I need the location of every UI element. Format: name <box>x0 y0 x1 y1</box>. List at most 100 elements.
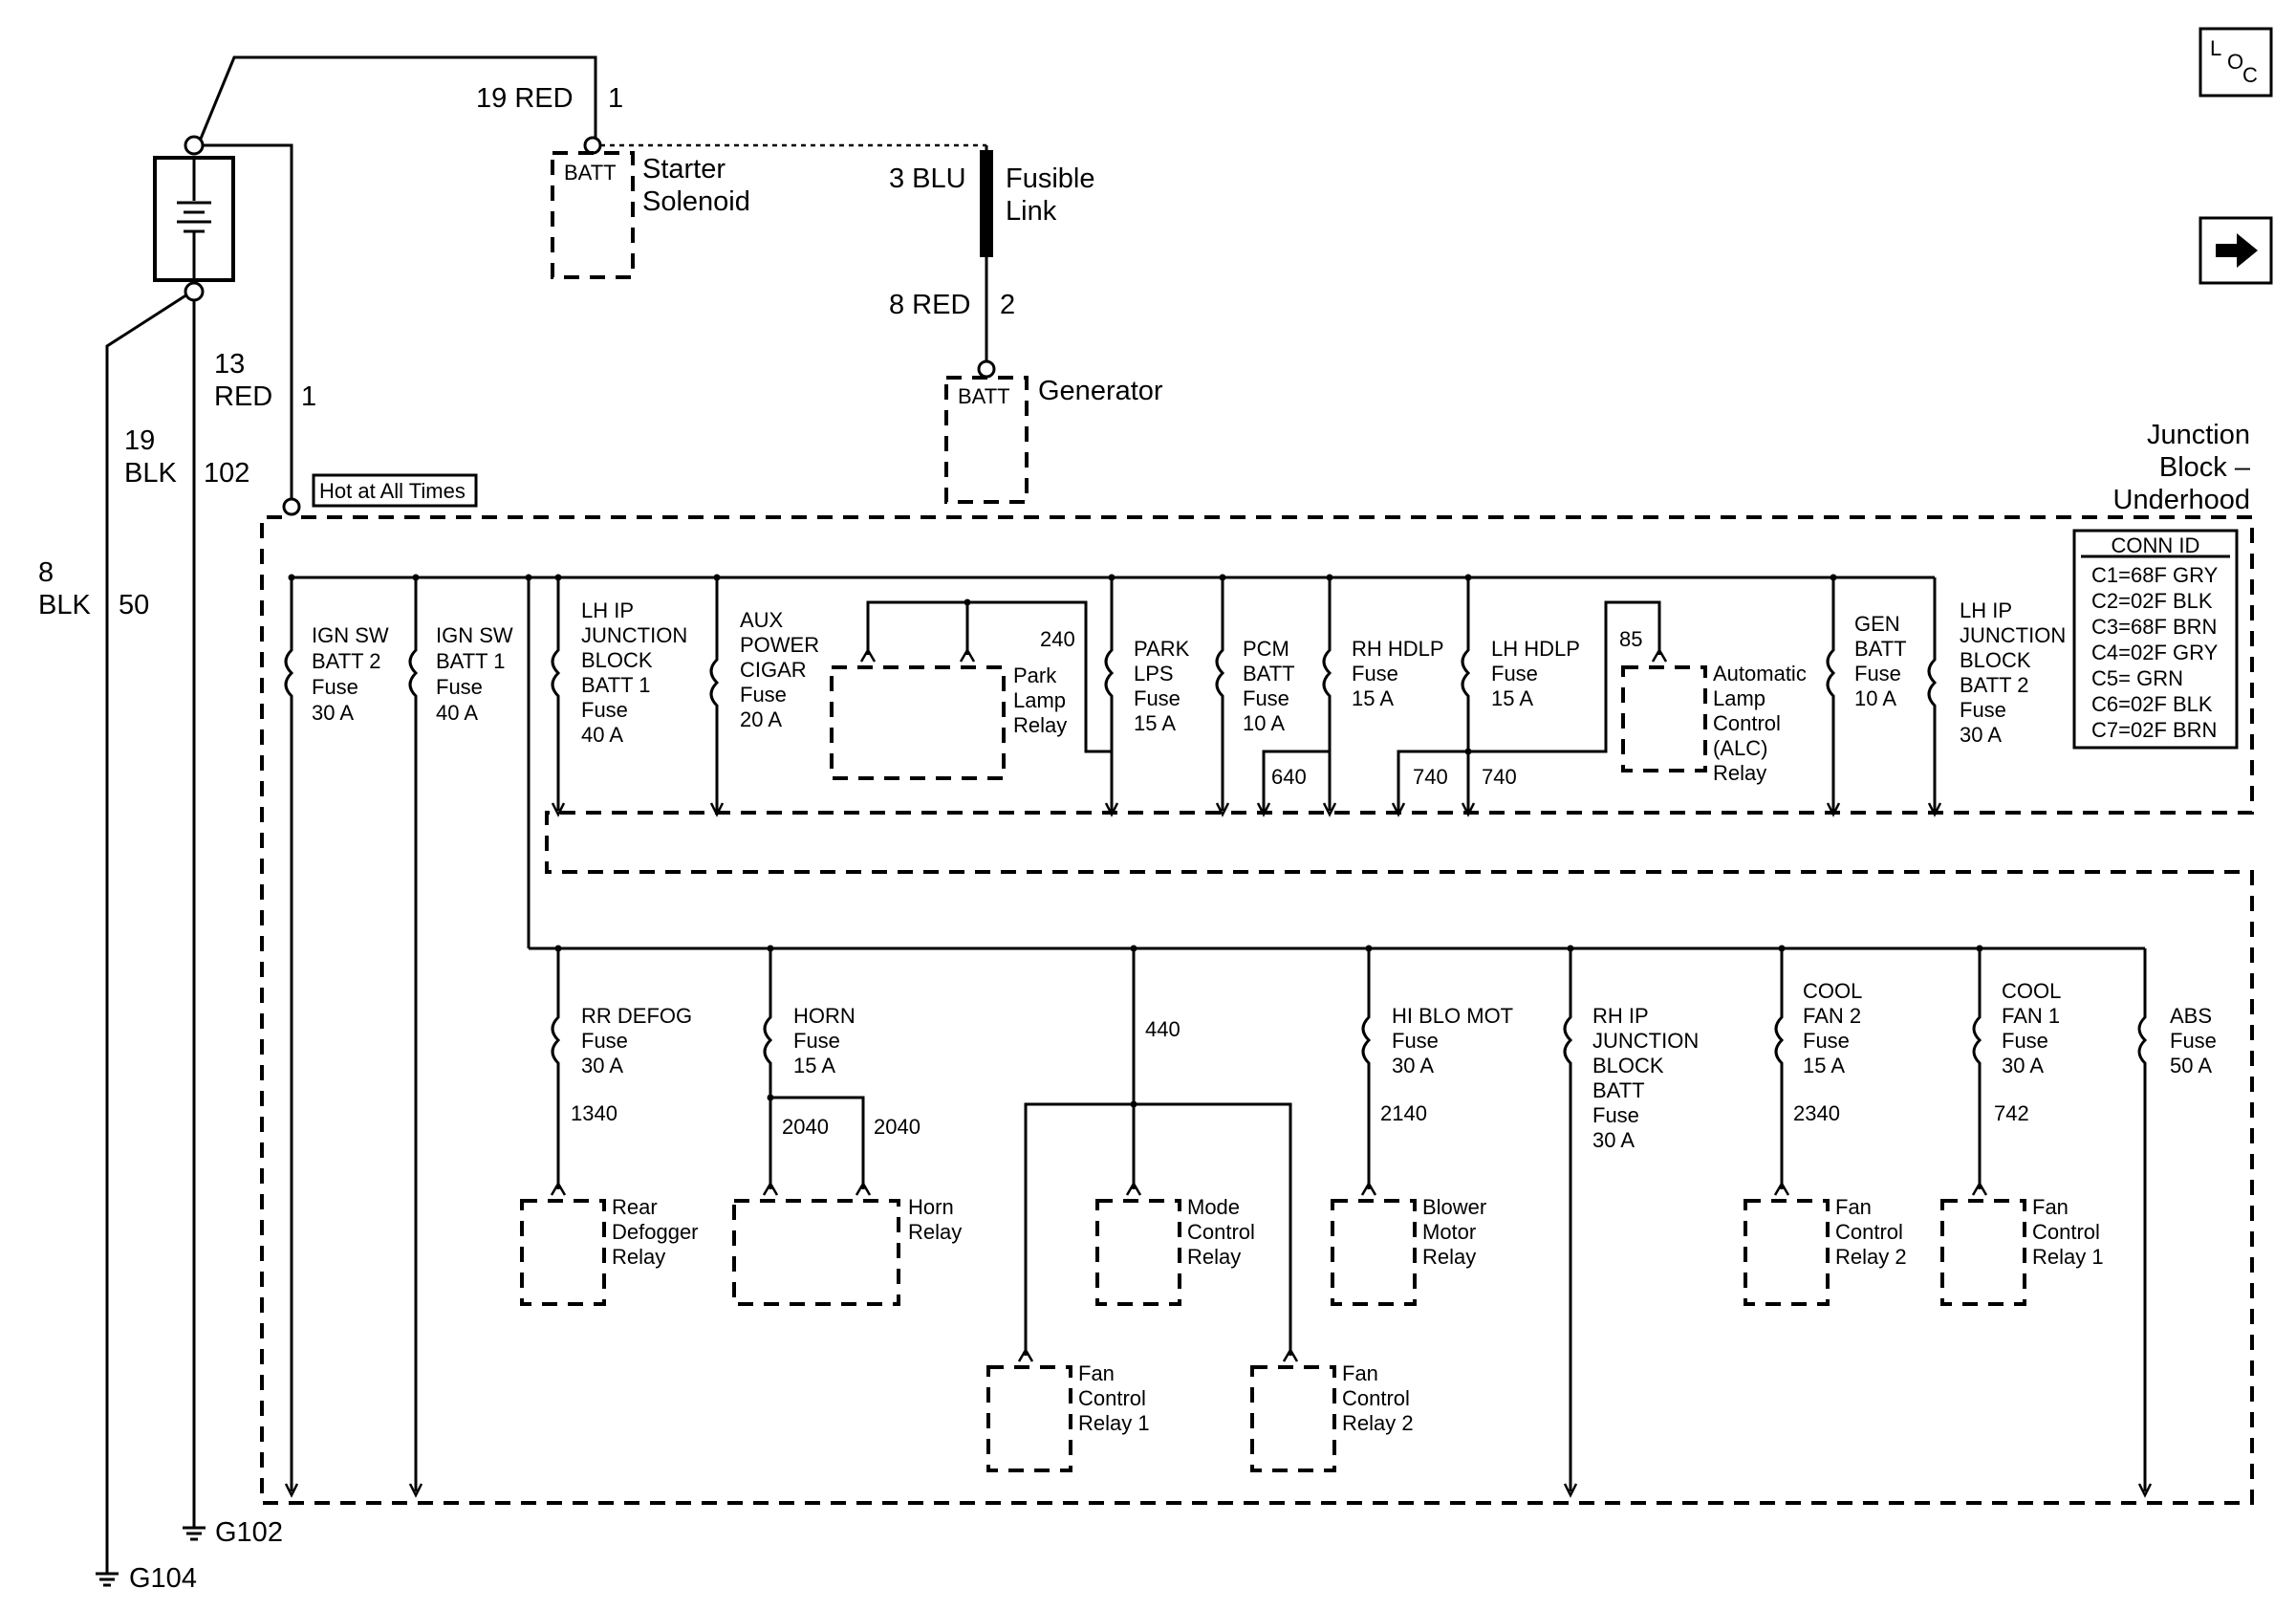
fusible-name-a: Fusible <box>1006 163 1095 194</box>
fuse-label-line: IGN SW <box>436 623 513 647</box>
relay-label-line: Relay 1 <box>1078 1411 1150 1435</box>
fuse-label-line: COOL <box>2002 979 2061 1003</box>
fuse-label-line: BLOCK <box>1960 648 2031 672</box>
fuse-rh-ip-junction-batt <box>1563 945 1578 1498</box>
relay-label-line: Mode <box>1187 1195 1240 1219</box>
loc-button[interactable]: L O C <box>2199 27 2273 98</box>
fuse-label-line: PCM <box>1243 637 1289 661</box>
conn-id-row: C2=02F BLK <box>2091 589 2213 613</box>
relay-label-line: Horn <box>908 1195 954 1219</box>
relay-label-line: Relay <box>1187 1245 1241 1269</box>
arrow-right-icon <box>2216 233 2258 268</box>
fuse-label-line: BATT 1 <box>436 649 506 673</box>
relay-label-line: Control <box>1078 1386 1146 1410</box>
fuse-label-line: Fuse <box>740 683 787 707</box>
hot-label: Hot at All Times <box>319 479 466 503</box>
conn-id-header: CONN ID <box>2112 533 2200 557</box>
lower-fuse-branches <box>550 945 2153 1498</box>
fuse-label-line: BATT 2 <box>1960 673 2029 697</box>
fuse-label-line: Fuse <box>1854 662 1901 685</box>
circuit-640: 640 <box>1271 765 1307 789</box>
circuit-label: 2340 <box>1793 1101 1840 1125</box>
fuse-label-line: BATT 1 <box>581 673 651 697</box>
relay-label-line: Relay <box>1713 761 1766 785</box>
fuse-label-line: Fuse <box>1134 686 1180 710</box>
fuse-label-line: Fuse <box>1592 1103 1639 1127</box>
fuse-label-line: GEN <box>1854 612 1900 636</box>
fusible-wire-b-pin: 2 <box>1000 290 1015 320</box>
fuse-label-line: LPS <box>1134 662 1174 685</box>
fuse-label-line: JUNCTION <box>1960 623 2066 647</box>
fuse-label-line: BLOCK <box>1592 1054 1664 1077</box>
relay-label-line: (ALC) <box>1713 736 1767 760</box>
generator-batt-label: BATT <box>958 384 1010 408</box>
wire-19-red-pin: 1 <box>608 83 623 114</box>
conn-id-row: C5= GRN <box>2091 666 2183 690</box>
fuse-horn <box>762 945 872 1196</box>
relay-fan-control-1-left: Fan Control Relay 1 <box>986 1361 1150 1472</box>
fuse-label-line: JUNCTION <box>1592 1029 1699 1053</box>
fuse-label-line: BATT <box>1854 637 1907 661</box>
fuse-label-line: PARK <box>1134 637 1190 661</box>
upper-fuse-branches <box>284 574 1942 1498</box>
starter-batt-label: BATT <box>564 161 617 185</box>
fuse-cool-fan-2 <box>1773 945 1790 1196</box>
wire-13-red <box>203 143 293 507</box>
wire-8-blk-gauge-a: 8 <box>38 557 54 588</box>
relay-label-line: Relay 2 <box>1342 1411 1414 1435</box>
loc-c-text: C <box>2242 63 2258 87</box>
fuse-label-line: RH IP <box>1592 1004 1649 1028</box>
alc-relay: 85 Automatic Lamp Control (ALC) Relay <box>1468 600 1807 785</box>
fuse-lh-ip-junction-batt-2 <box>1927 577 1942 817</box>
fuse-label-line: 15 A <box>1491 686 1533 710</box>
relay-label-line: Fan <box>1835 1195 1872 1219</box>
fuse-label-line: LH HDLP <box>1491 637 1580 661</box>
fuse-cool-fan-1 <box>1971 945 1988 1196</box>
next-page-button[interactable] <box>2199 216 2273 285</box>
relay-fan-control-2-right: Fan Control Relay 2 <box>1744 1195 1907 1306</box>
wire-13-red-gauge-b: RED <box>214 381 272 412</box>
circuit-440-label: 440 <box>1145 1017 1180 1041</box>
circuit-label: 2040 <box>782 1115 829 1139</box>
relay-label-line: Fan <box>1342 1361 1378 1385</box>
relay-mode-control: Mode Control Relay <box>1095 1195 1255 1306</box>
circuit-label: 1340 <box>571 1101 617 1125</box>
hdlp-connections: 640 740 740 <box>1256 748 1517 817</box>
fuse-label-line: CIGAR <box>740 658 807 682</box>
fuse-label-line: IGN SW <box>312 623 389 647</box>
fuse-label-line: Fuse <box>312 675 358 699</box>
relay-blower-motor: Blower Motor Relay <box>1331 1195 1486 1306</box>
wire-8-blk-circuit: 50 <box>119 590 149 620</box>
fuse-label-line: JUNCTION <box>581 623 687 647</box>
alc-circuit: 85 <box>1619 627 1642 651</box>
fuse-label-line: Fuse <box>2002 1029 2048 1053</box>
upper-fuse-labels: IGN SW BATT 2 Fuse 30 A IGN SW BATT 1 Fu… <box>312 598 2066 747</box>
relay-label-line: Control <box>1835 1220 1903 1244</box>
fuse-label-line: Fuse <box>1803 1029 1850 1053</box>
circuit-440-branch <box>1017 945 1299 1362</box>
wire-8-blk <box>105 293 188 1566</box>
fusible-wire-a: 3 BLU <box>889 163 966 194</box>
relay-label-line: Relay 2 <box>1835 1245 1907 1269</box>
relay-label-line: Automatic <box>1713 662 1807 685</box>
wire-13-red-pin: 1 <box>301 381 316 412</box>
generator-name: Generator <box>1038 376 1163 406</box>
fusible-wire-b: 8 RED <box>889 290 970 320</box>
junction-title-c: Underhood <box>2113 485 2251 515</box>
relay-rear-defogger: Rear Defogger Relay <box>520 1195 699 1306</box>
fuse-label-line: FAN 1 <box>2002 1004 2060 1028</box>
starter-name-b: Solenoid <box>642 186 750 217</box>
relay-label-line: Fan <box>1078 1361 1115 1385</box>
fuse-label-line: 20 A <box>740 707 782 731</box>
conn-id-row: C3=68F BRN <box>2091 615 2217 639</box>
relay-label-line: Relay <box>612 1245 665 1269</box>
park-lamp-circuit: 240 <box>1040 627 1075 651</box>
fuse-pcm-batt <box>1215 574 1230 817</box>
ground-icon <box>96 1566 119 1587</box>
relay-fan-control-2-left: Fan Control Relay 2 <box>1250 1361 1414 1472</box>
fuse-label-line: 30 A <box>1960 723 2002 747</box>
fuse-label-line: HI BLO MOT <box>1392 1004 1513 1028</box>
starter-name-a: Starter <box>642 154 726 185</box>
fuse-label-line: Fuse <box>581 1029 628 1053</box>
